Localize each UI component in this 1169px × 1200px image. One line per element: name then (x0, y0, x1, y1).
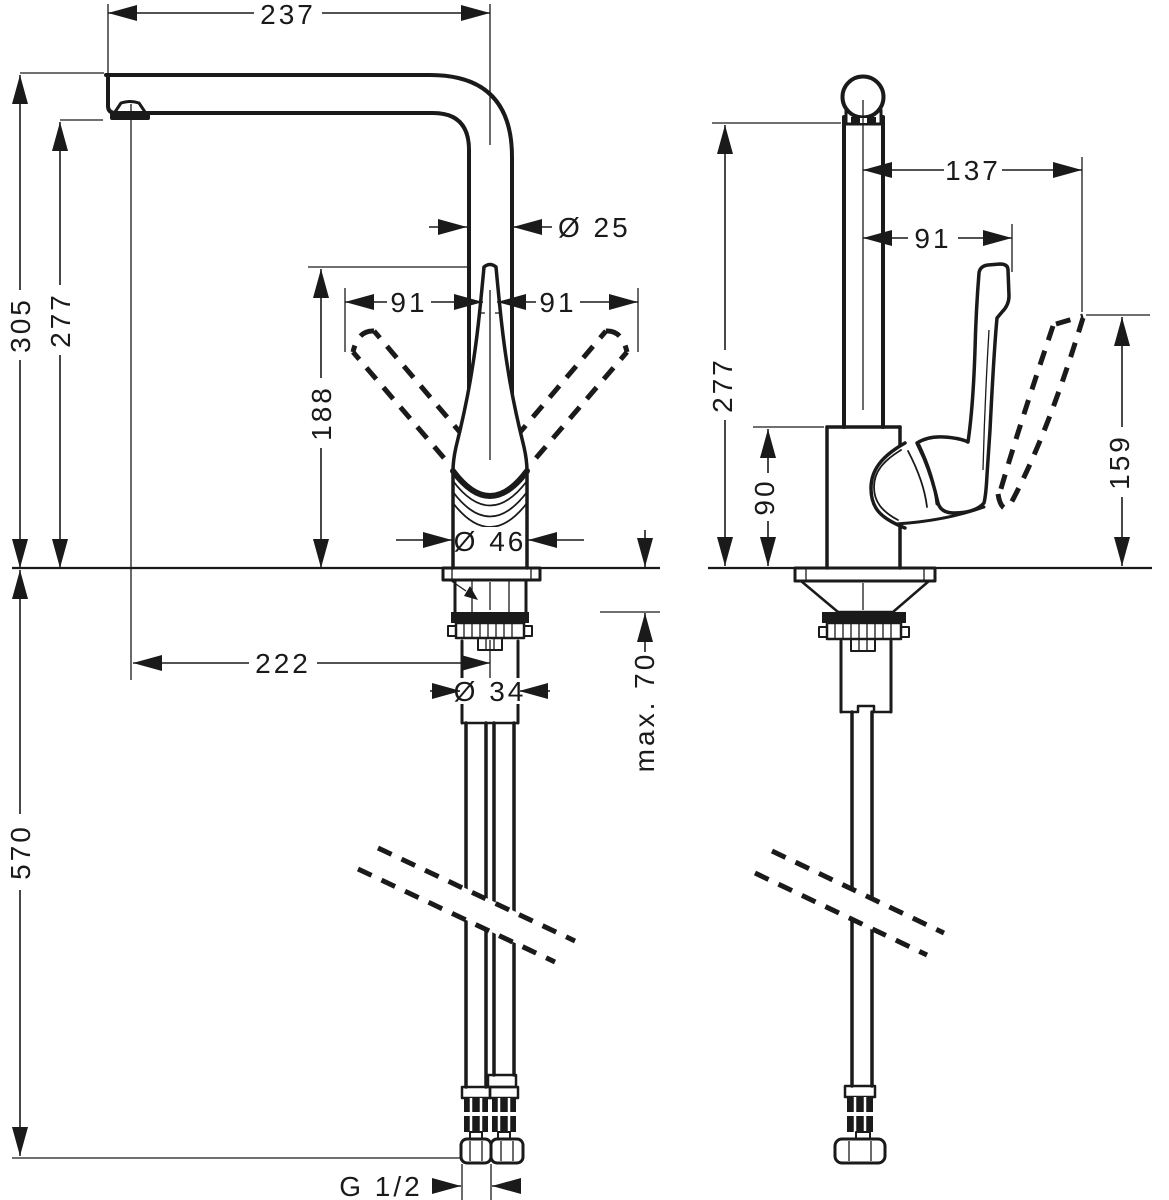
swivel-range-dashed-levers (350, 328, 630, 460)
dim-label-277-front: 277 (45, 292, 76, 348)
dimension-outlet-height-side: 277 (707, 125, 738, 566)
dim-label-91-left: 91 (390, 287, 427, 318)
dimension-spout-height: 305 (5, 75, 36, 568)
supply-hoses-front (355, 721, 578, 1089)
dim-label-91-side: 91 (914, 223, 951, 254)
front-view: 237 305 277 Ø 25 91 (5, 0, 660, 1200)
dim-label-159: 159 (1104, 434, 1135, 490)
dim-label-237: 237 (260, 0, 316, 30)
faucet-body-side (825, 425, 907, 570)
raised-lever-dashed (995, 313, 1086, 512)
extension-lines-front (12, 4, 660, 1200)
dimension-outlet-height: 277 (45, 122, 76, 568)
dimension-pipe-diameter: Ø 25 (429, 212, 631, 243)
dimension-lever-height: 188 (306, 269, 337, 568)
dimension-lever-tip-height: 159 (1104, 317, 1135, 566)
dimension-spout-reach: 237 (108, 0, 490, 30)
aerator (110, 100, 150, 120)
handle-lever (451, 262, 529, 498)
dim-label-91-right: 91 (539, 287, 576, 318)
dim-label-137: 137 (945, 155, 1001, 186)
base-ring (441, 566, 542, 582)
dim-label-277-side: 277 (707, 357, 738, 413)
dimension-hose-length: 570 (5, 570, 36, 1156)
dim-label-188: 188 (306, 385, 337, 441)
dim-label-g12: G 1/2 (339, 1171, 422, 1200)
dim-label-d46: Ø 46 (454, 526, 527, 557)
dimension-body-height: 90 (749, 429, 780, 566)
supply-hose-side (752, 710, 948, 1088)
dim-label-222: 222 (255, 648, 311, 679)
dim-label-d25: Ø 25 (558, 212, 631, 243)
extension-lines-side (712, 100, 1150, 428)
hose-connector-side (833, 1084, 887, 1165)
dim-label-d34: Ø 34 (454, 676, 527, 707)
dimension-lever-swing-reach: 137 (863, 155, 1082, 186)
hose-connectors-front (459, 1073, 525, 1165)
mounting-shank-front (447, 578, 533, 725)
dimension-swivel-91-91: 91 91 (345, 287, 638, 318)
dimension-max-counter: max. 70 (629, 530, 660, 772)
faucet-body (450, 468, 530, 570)
dimension-body-diameter: Ø 46 (396, 526, 584, 557)
dim-label-90: 90 (749, 478, 780, 515)
dim-label-305: 305 (5, 297, 36, 353)
dim-label-570: 570 (5, 824, 36, 880)
dimension-outlet-offset: 222 (133, 648, 490, 679)
mounting-shank-side (793, 566, 937, 714)
handle-lever-side (894, 262, 1011, 526)
dimension-shank-diameter: Ø 34 (430, 676, 550, 707)
dimension-thread: G 1/2 (339, 1171, 521, 1200)
dim-label-max70: max. 70 (629, 652, 660, 773)
dimension-lever-reach: 91 (863, 223, 1012, 254)
side-view: 277 137 91 90 159 (707, 74, 1152, 1165)
